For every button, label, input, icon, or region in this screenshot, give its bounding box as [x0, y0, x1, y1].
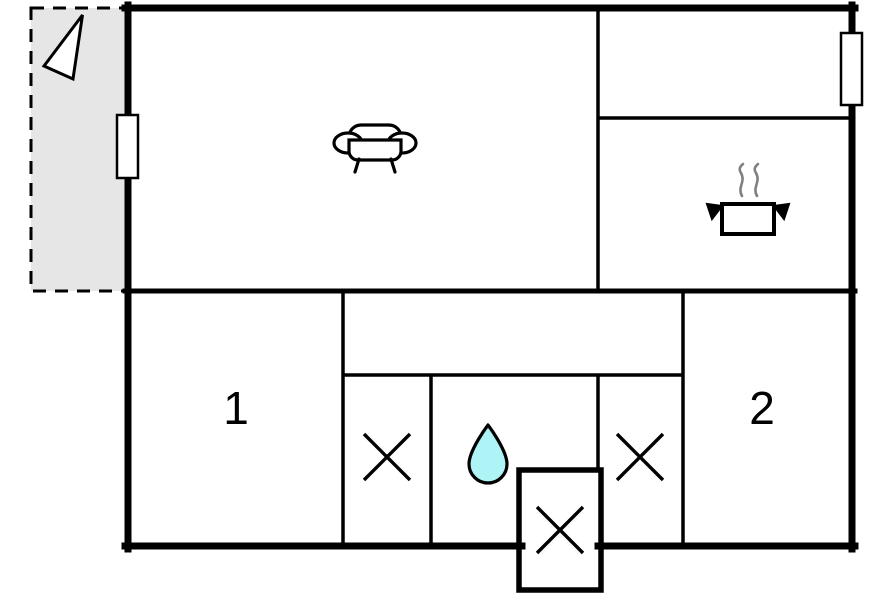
sofa-icon: [332, 123, 418, 174]
x-cross-bathroom-left: [362, 432, 412, 482]
window-right: [839, 31, 864, 107]
window-left: [115, 113, 140, 180]
exterior-walls: [121, 1, 859, 553]
water-drop-icon: [467, 423, 509, 485]
interior-walls: [341, 8, 852, 546]
x-cross-bathroom-bottom: [535, 505, 585, 555]
pot-handle-right: [772, 202, 791, 222]
room-number-1: 1: [223, 382, 249, 434]
steam-left: [738, 162, 745, 198]
pot-body: [720, 202, 776, 236]
sofa-leg-left: [353, 157, 361, 174]
x-cross-bathroom-right: [615, 432, 665, 482]
north-arrow-icon: [41, 14, 84, 82]
balcony-dashed-border: [29, 6, 130, 293]
pot-handle-left: [705, 202, 724, 222]
sofa-seat: [347, 138, 403, 162]
balcony-fill: [31, 8, 128, 291]
balcony: [29, 6, 130, 293]
window-left-frame: [115, 113, 140, 180]
window-right-frame: [839, 31, 864, 107]
steam-right: [753, 162, 760, 198]
cooking-pot-icon: [705, 162, 791, 236]
sofa-leg-right: [389, 157, 397, 174]
room-number-2: 2: [749, 382, 775, 434]
